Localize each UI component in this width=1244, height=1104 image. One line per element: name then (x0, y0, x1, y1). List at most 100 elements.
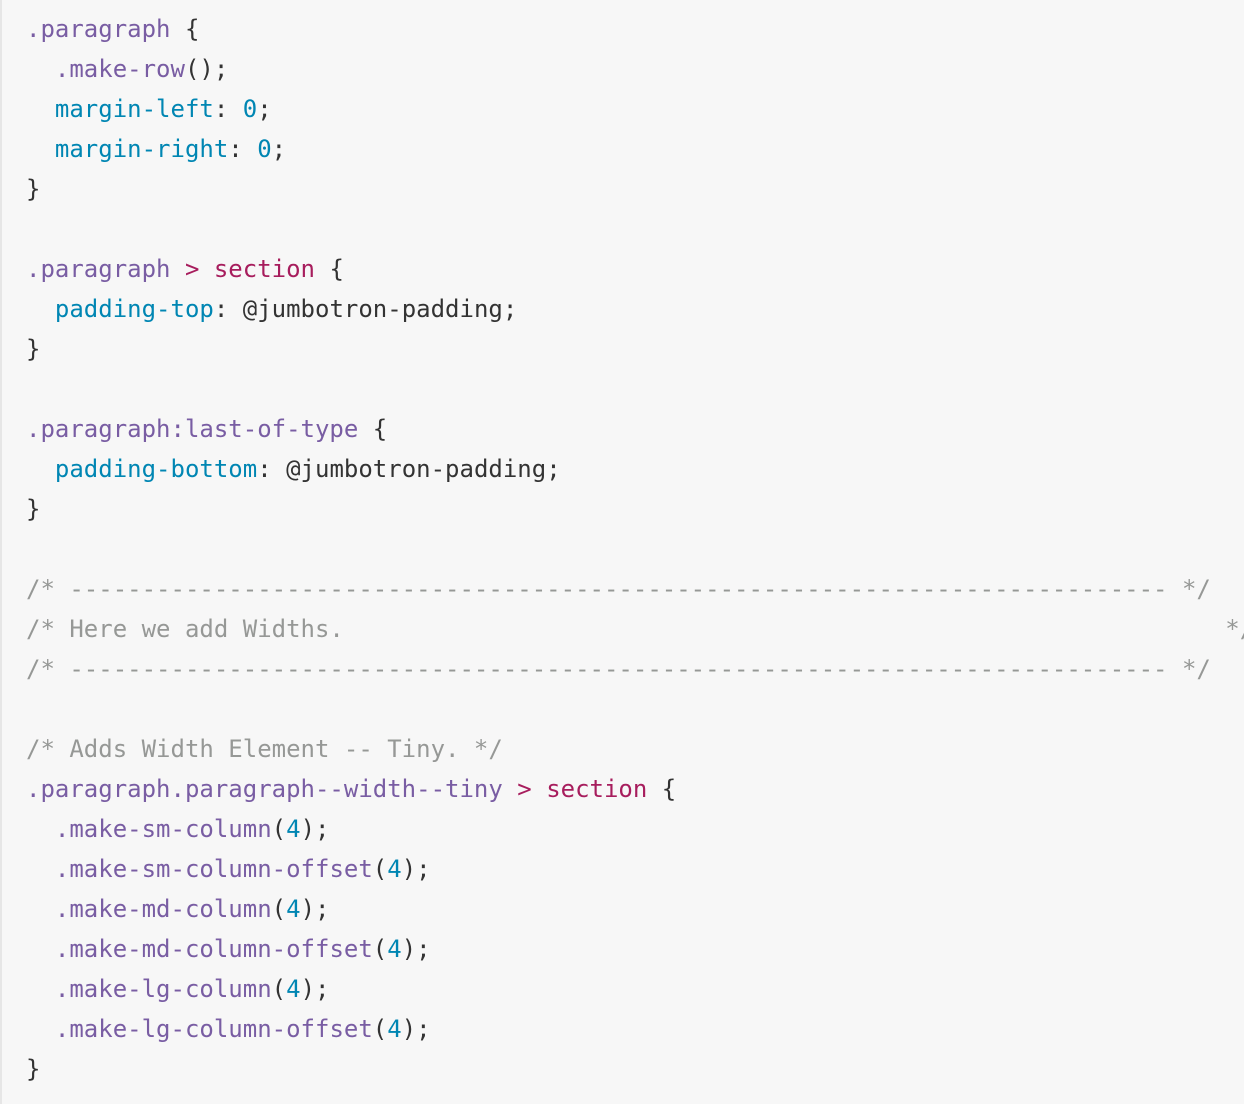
text-token: } (26, 335, 41, 363)
code-line: margin-left: 0; (26, 89, 1244, 129)
text-token: ); (401, 1015, 431, 1043)
code-line: .make-lg-column-offset(4); (26, 1009, 1244, 1049)
tag-token: > (517, 775, 532, 803)
comment-token: /* Here we add Widths. */ (26, 615, 1244, 643)
text-token: ); (401, 935, 431, 963)
number-token: 0 (242, 95, 258, 123)
tag-token: > (184, 255, 200, 283)
selector-token: .make-row (54, 55, 185, 83)
number-token: 0 (257, 135, 272, 163)
text-token (26, 935, 55, 963)
tag-token: section (213, 255, 316, 283)
text-token: ( (271, 815, 287, 843)
text-token: { (315, 255, 344, 283)
code-line: .make-md-column(4); (26, 889, 1244, 929)
selector-token: .paragraph:last-of-type (26, 415, 359, 443)
code-line: /* -------------------------------------… (26, 569, 1244, 609)
text-token: ); (300, 975, 330, 1003)
text-token: ( (271, 975, 287, 1003)
tag-token: section (546, 775, 648, 803)
number-token: 4 (286, 815, 301, 843)
comment-token: /* Adds Width Element -- Tiny. */ (26, 735, 503, 763)
text-token: { (647, 775, 677, 803)
selector-token: .make-lg-column (54, 975, 272, 1003)
code-line: .paragraph > section { (26, 249, 1244, 289)
comment-token: /* -------------------------------------… (26, 655, 1211, 683)
code-line: padding-bottom: @jumbotron-padding; (26, 449, 1244, 489)
text-token (26, 815, 55, 843)
text-token: ( (372, 1015, 388, 1043)
code-line: /* -------------------------------------… (26, 649, 1244, 689)
code-block: .paragraph { .make-row(); margin-left: 0… (26, 9, 1244, 1089)
code-line: .make-sm-column(4); (26, 809, 1244, 849)
code-line: .make-md-column-offset(4); (26, 929, 1244, 969)
text-token (26, 295, 55, 323)
code-line: ​ (26, 689, 1244, 729)
text-token (503, 775, 517, 803)
selector-token: .paragraph (26, 255, 171, 283)
text-token: : @jumbotron-padding; (213, 295, 518, 323)
selector-token: .paragraph.paragraph--width--tiny (26, 775, 503, 803)
code-line: ​ (26, 209, 1244, 249)
text-token (26, 975, 55, 1003)
text-token (532, 775, 546, 803)
text-token (26, 135, 55, 163)
property-token: padding-bottom (54, 455, 258, 483)
text-token (26, 1015, 55, 1043)
selector-token: .make-lg-column-offset (54, 1015, 373, 1043)
text-token: { (170, 15, 200, 43)
code-line: ​ (26, 369, 1244, 409)
code-line: .paragraph:last-of-type { (26, 409, 1244, 449)
number-token: 4 (286, 895, 301, 923)
text-token: } (26, 495, 41, 523)
selector-token: .paragraph (26, 15, 171, 43)
code-line: } (26, 489, 1244, 529)
text-token (26, 855, 55, 883)
text-token: ( (372, 935, 388, 963)
text-token (26, 895, 55, 923)
number-token: 4 (286, 975, 301, 1003)
selector-token: .make-sm-column-offset (54, 855, 373, 883)
comment-token: /* -------------------------------------… (26, 575, 1211, 603)
text-token: : (213, 95, 243, 123)
code-line: .make-row(); (26, 49, 1244, 89)
code-line: .paragraph.paragraph--width--tiny > sect… (26, 769, 1244, 809)
property-token: margin-right (54, 135, 229, 163)
text-token: ); (401, 855, 431, 883)
code-line: padding-top: @jumbotron-padding; (26, 289, 1244, 329)
code-line: margin-right: 0; (26, 129, 1244, 169)
code-line: .make-sm-column-offset(4); (26, 849, 1244, 889)
selector-token: .make-md-column (54, 895, 272, 923)
text-token: (); (184, 55, 229, 83)
text-token: ); (300, 895, 330, 923)
text-token: ; (271, 135, 287, 163)
code-line: } (26, 1049, 1244, 1089)
number-token: 4 (387, 935, 402, 963)
text-token: : (228, 135, 258, 163)
text-token (26, 95, 55, 123)
text-token (171, 255, 185, 283)
text-token: ); (300, 815, 330, 843)
text-token: { (358, 415, 388, 443)
selector-token: .make-sm-column (54, 815, 272, 843)
text-token: : @jumbotron-padding; (257, 455, 561, 483)
code-line: } (26, 169, 1244, 209)
number-token: 4 (387, 1015, 402, 1043)
text-token: } (26, 1055, 41, 1083)
property-token: margin-left (54, 95, 214, 123)
code-line: } (26, 329, 1244, 369)
property-token: padding-top (54, 295, 214, 323)
text-token: } (26, 175, 41, 203)
code-line: /* Adds Width Element -- Tiny. */ (26, 729, 1244, 769)
text-token (26, 55, 55, 83)
text-token (26, 455, 55, 483)
text-token: ( (271, 895, 287, 923)
text-token: ( (372, 855, 388, 883)
selector-token: .make-md-column-offset (54, 935, 373, 963)
text-token (199, 255, 213, 283)
code-line: .paragraph { (26, 9, 1244, 49)
number-token: 4 (387, 855, 402, 883)
code-line: ​ (26, 529, 1244, 569)
code-line: /* Here we add Widths. */ (26, 609, 1244, 649)
